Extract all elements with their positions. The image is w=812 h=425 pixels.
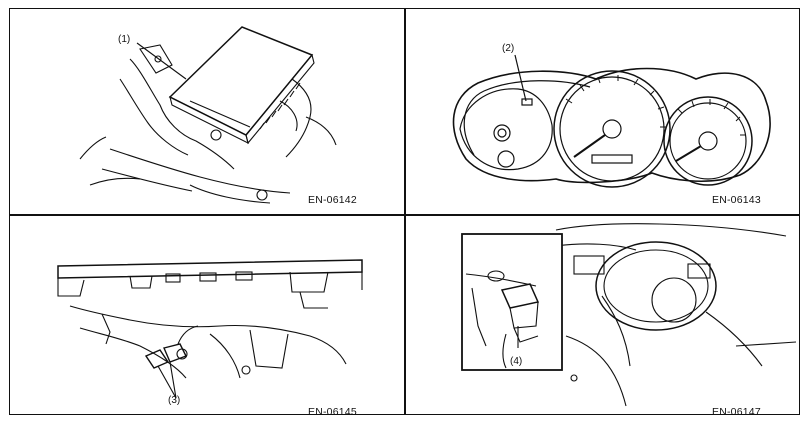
callout-4: (4) [510,356,523,367]
figure-code: EN-06143 [712,194,761,206]
panel-ecm: (1) EN-06142 [10,9,404,214]
figure-code: EN-06145 [308,406,357,418]
connector-illustration [57,259,363,399]
callout-3: (3) [168,395,181,406]
ecm-illustration [79,26,337,204]
callout-2: (2) [502,43,515,54]
callout-1: (1) [118,34,131,45]
illustration-sheet: (1) EN-06142 [9,8,801,418]
panel-connector: (3) EN-06145 [10,216,404,418]
panel-meter: (2) EN-06143 [406,9,801,214]
dlc-illustration [461,223,797,407]
figure-code: EN-06147 [712,406,761,418]
panel-dlc: (4) EN-06147 [406,216,801,418]
panel-divider-vertical [404,9,406,414]
meter-illustration [452,54,771,188]
panel-divider-horizontal [10,214,799,216]
figure-code: EN-06142 [308,194,357,206]
